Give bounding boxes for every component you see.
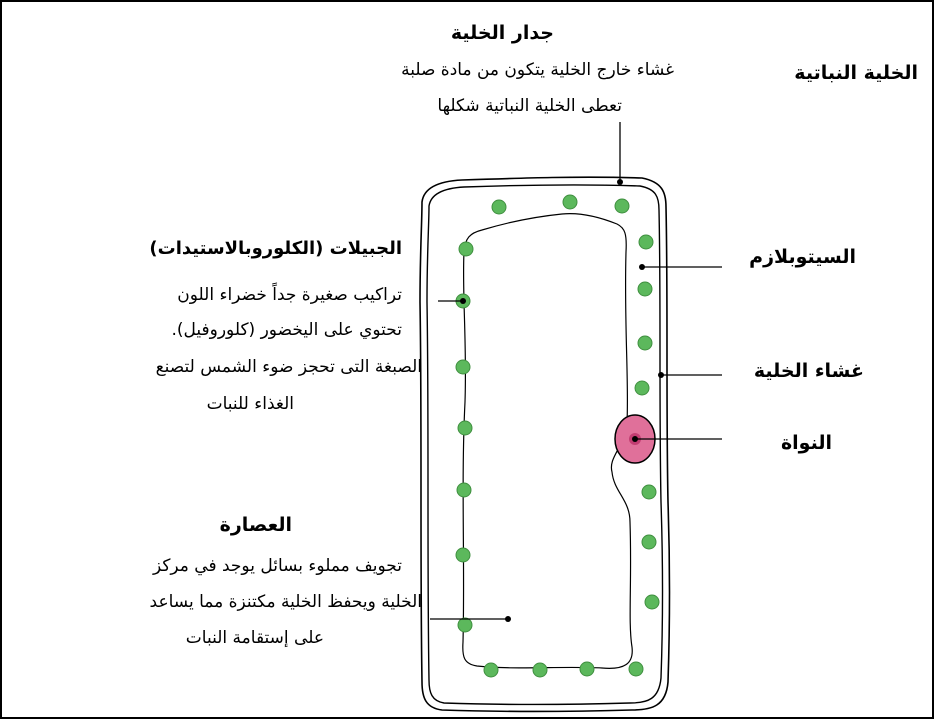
dot-cell-wall [617, 179, 623, 185]
chloroplast [457, 617, 473, 633]
dot-cytoplasm [639, 264, 645, 270]
cell-wall-desc-line-2: تعطى الخلية النباتية شكلها [437, 96, 622, 116]
chloroplasts-title: الجبيلات (الكلوروبالاستيدات) [149, 238, 402, 259]
chloroplast [562, 194, 578, 210]
chloroplast [614, 198, 630, 214]
dot-nucleus [632, 436, 638, 442]
cell-wall-desc-line-1: غشاء خارج الخلية يتكون من مادة صلبة [401, 60, 674, 80]
chloroplast [532, 662, 548, 678]
chloroplast [641, 484, 657, 500]
vacuole-desc-line-1: تجويف مملوء بسائل يوجد في مركز [152, 556, 402, 576]
chloroplast [637, 335, 653, 351]
chloroplast [458, 241, 474, 257]
nucleus-label: النواة [780, 432, 832, 454]
leader-dots [505, 179, 664, 622]
leader-lines [430, 122, 722, 620]
vacuole-desc-line-3: على إستقامة النبات [185, 628, 324, 648]
vacuole-membrane [462, 213, 633, 669]
chloroplast [638, 234, 654, 250]
dot-vacuole [505, 616, 511, 622]
chloroplast [456, 482, 472, 498]
chloroplasts-group [455, 194, 660, 678]
dot-membrane [658, 372, 664, 378]
dot-chloroplast [460, 298, 466, 304]
chloroplast [455, 547, 471, 563]
chloroplast [491, 199, 507, 215]
chloroplast [634, 380, 650, 396]
chloroplast [483, 662, 499, 678]
cell-wall-inner [426, 184, 664, 706]
chloroplast [457, 420, 473, 436]
chloroplast [637, 281, 653, 297]
chloroplasts-desc-line-1: تراكيب صغيرة جداً خضراء اللون [177, 285, 402, 305]
cell-membrane-label: غشاء الخلية [753, 360, 864, 382]
chloroplasts-desc-line-3: الصبغة التى تحجز ضوء الشمس لتصنع [155, 357, 422, 377]
chloroplasts-desc-line-2: تحتوي على اليخضور (كلوروفيل). [171, 320, 402, 340]
chloroplast [644, 594, 660, 610]
cytoplasm-label: السيتوبلازم [749, 246, 856, 268]
chloroplast [579, 661, 595, 677]
chloroplasts-desc-line-4: الغذاء للنبات [206, 394, 294, 414]
cell-wall-title: جدار الخلية [450, 22, 554, 44]
cell-wall-outer [419, 176, 671, 713]
page-title: الخلية النباتية [794, 62, 918, 84]
chloroplast [455, 359, 471, 375]
vacuole-desc-line-2: الخلية ويحفظ الخلية مكتنزة مما يساعد [149, 592, 422, 612]
vacuole-title: العصارة [219, 514, 292, 536]
chloroplast [641, 534, 657, 550]
chloroplast [628, 661, 644, 677]
